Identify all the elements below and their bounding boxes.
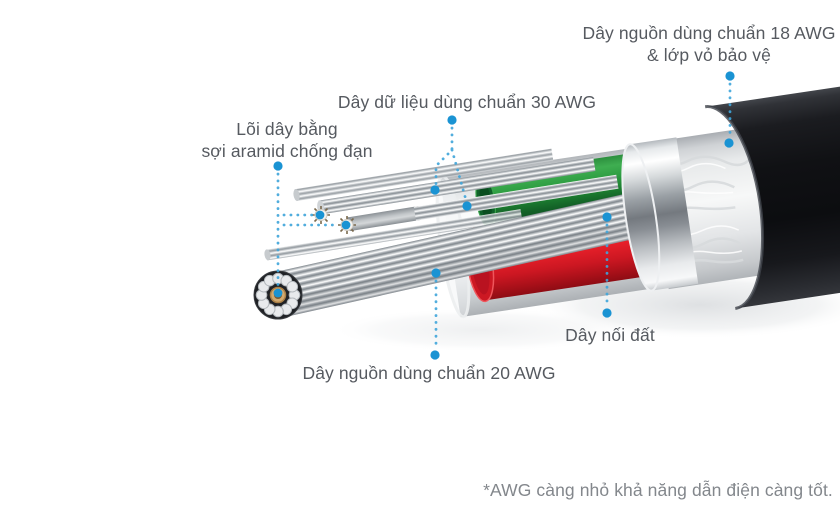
power-20awg-bundle (272, 189, 654, 318)
label-aramid-line1: Lõi dây bằng (236, 119, 338, 139)
awg-footnote: *AWG càng nhỏ khả năng dẫn điện càng tốt… (483, 480, 833, 500)
label-power-20awg: Dây nguồn dùng chuẩn 20 AWG (302, 363, 556, 383)
label-ground-wire: Dây nối đất (565, 325, 655, 345)
data-wires (264, 148, 619, 261)
outer-jacket (704, 83, 840, 310)
label-power-18awg-line2: & lớp vỏ bảo vệ (647, 45, 771, 65)
label-data-30awg: Dây dữ liệu dùng chuẩn 30 AWG (337, 92, 597, 112)
label-power-18awg-shield: Dây nguồn dùng chuẩn 18 AWG & lớp vỏ bảo… (582, 22, 835, 66)
foil-ring (621, 137, 699, 292)
label-power-18awg-line1: Dây nguồn dùng chuẩn 18 AWG (582, 23, 836, 43)
outer-layers (621, 83, 840, 310)
callout-dots (273, 71, 735, 360)
callout-line-data30-a (434, 126, 454, 187)
label-aramid-core: Lõi dây bằng sợi aramid chống đạn (201, 118, 372, 162)
label-aramid-line2: sợi aramid chống đạn (201, 141, 373, 161)
callout-lines (276, 82, 732, 350)
